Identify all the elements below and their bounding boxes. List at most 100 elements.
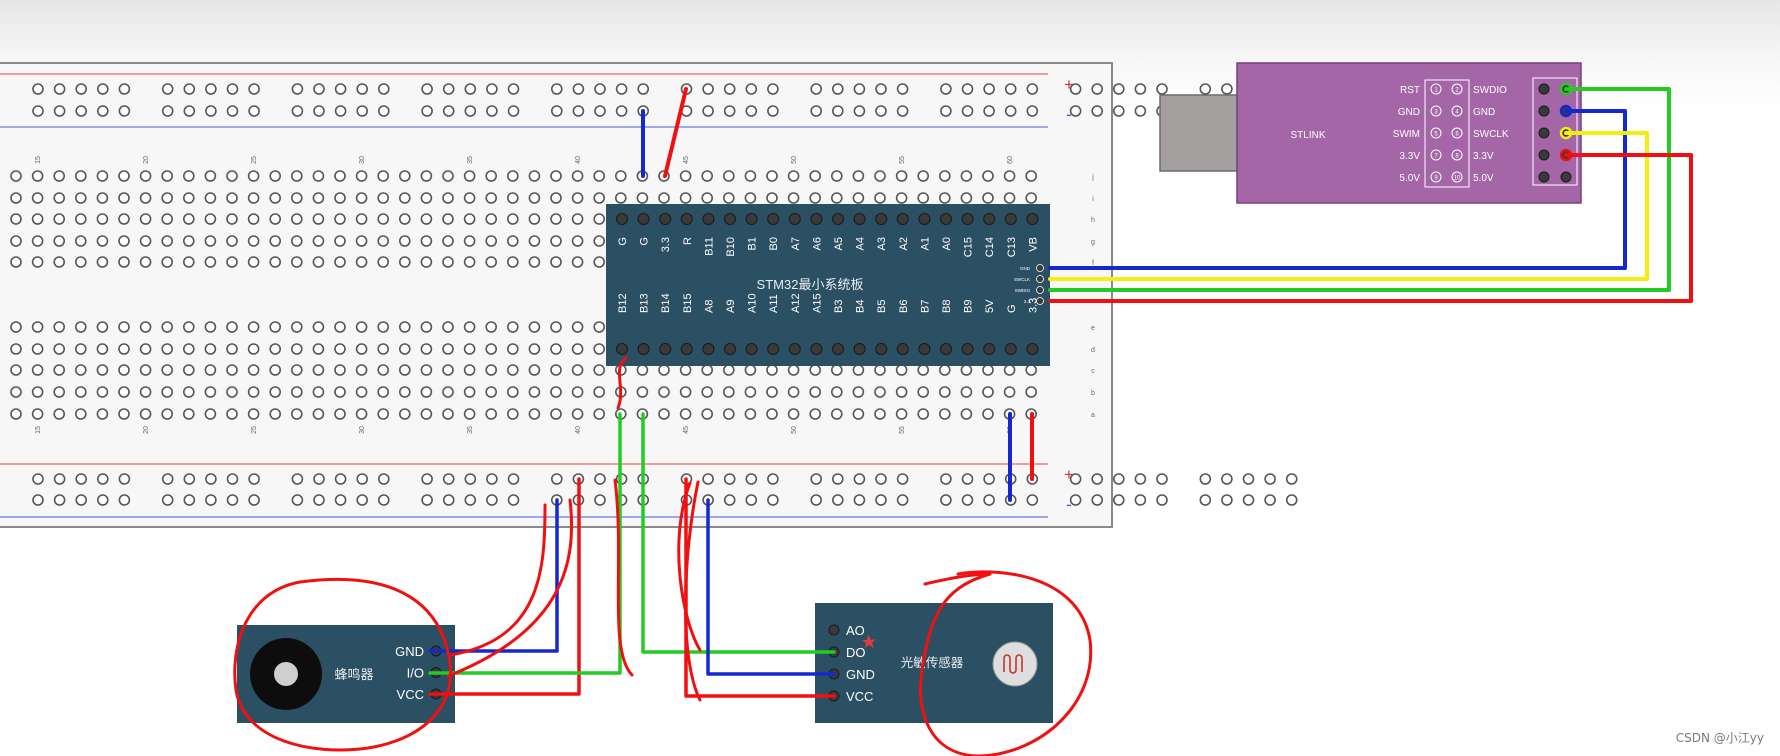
breadboard-hole (809, 192, 822, 204)
breadboard-hole (183, 343, 195, 355)
breadboard-hole (118, 408, 130, 420)
breadboard-hole (528, 170, 541, 182)
rail-hole (723, 83, 736, 95)
breadboard-hole (658, 408, 670, 420)
rail-hole (334, 83, 347, 95)
stm32-bottom-pin (724, 343, 736, 355)
breadboard-hole (226, 343, 238, 355)
breadboard-hole (247, 386, 260, 398)
rail-hole (853, 83, 866, 95)
breadboard-hole (10, 170, 22, 182)
rail-hole (1221, 83, 1233, 95)
stlink-left-label: RST (1400, 85, 1420, 96)
stm32-top-pin-label: B11 (703, 237, 715, 256)
row-letter: i (1092, 196, 1094, 203)
breadboard-hole (744, 408, 757, 420)
breadboard-hole (938, 170, 951, 182)
breadboard-hole (334, 408, 346, 420)
stlink-title: STLINK (1290, 130, 1325, 141)
rail-hole (248, 473, 260, 485)
breadboard-hole (334, 170, 346, 182)
breadboard-hole (31, 213, 44, 225)
rail-hole (745, 105, 758, 117)
rail-hole (334, 494, 347, 506)
breadboard-hole (442, 408, 454, 420)
rail-hole (464, 473, 477, 485)
breadboard-hole (960, 170, 973, 182)
stm32-top-pin-label: C13 (1006, 237, 1018, 257)
breadboard-hole (679, 364, 692, 376)
column-number-bottom: 25 (251, 426, 258, 434)
breadboard-hole (463, 192, 476, 204)
stm32-top-pin (788, 213, 801, 225)
row-letter: j (1091, 174, 1094, 181)
breadboard-hole (485, 213, 498, 225)
stm32-top-pin (896, 213, 909, 225)
column-number-top: 30 (359, 156, 366, 164)
rail-hole (1026, 83, 1039, 95)
rail-hole (1285, 473, 1298, 485)
rail-hole (486, 494, 498, 506)
breadboard-hole (895, 408, 908, 420)
rail-hole (940, 83, 952, 95)
breadboard-hole (744, 170, 757, 182)
breadboard-hole (593, 321, 606, 333)
rail-hole (572, 105, 585, 117)
breadboard-hole (139, 235, 152, 247)
breadboard-hole (938, 192, 951, 204)
rail-hole (356, 105, 369, 117)
rail-hole (1091, 105, 1103, 117)
breadboard-hole (744, 386, 757, 398)
breadboard-hole (982, 364, 994, 376)
stm32-top-pin (832, 213, 844, 225)
stm32-top-pin-label: B10 (725, 237, 737, 257)
stm32-bottom-pin-label: B13 (639, 293, 651, 313)
rail-hole (1242, 473, 1255, 485)
stlink-right-pin (1451, 105, 1463, 117)
breadboard-hole (874, 408, 886, 420)
breadboard-hole (31, 192, 44, 204)
stm32-side-pin (1036, 297, 1044, 305)
breadboard-hole (787, 192, 800, 204)
breadboard-hole (183, 386, 195, 398)
breadboard-hole (938, 386, 951, 398)
rail-hole (356, 83, 369, 95)
stm32-top-pin-label: VB (1027, 237, 1039, 252)
breadboard-hole (31, 386, 44, 398)
rail-hole (183, 473, 196, 485)
breadboard-hole (398, 364, 411, 376)
rail-hole (1199, 473, 1212, 485)
rail-hole (334, 105, 347, 117)
rail-hole (1242, 494, 1255, 506)
breadboard-hole (204, 364, 217, 376)
rail-hole (97, 83, 109, 95)
rail-hole (377, 105, 390, 117)
rail-hole (1069, 83, 1082, 95)
column-number-top: 50 (791, 156, 798, 164)
stm32-bottom-pin (788, 343, 801, 355)
breadboard-hole (355, 386, 368, 398)
breadboard-hole (679, 386, 692, 398)
stm32-top-pin-label: A1 (919, 237, 931, 250)
breadboard-hole (96, 386, 109, 398)
breadboard-hole (787, 364, 800, 376)
breadboard-hole (463, 343, 476, 355)
breadboard-hole (96, 364, 109, 376)
breadboard-hole (571, 343, 584, 355)
rail-hole (421, 83, 433, 95)
breadboard-hole (75, 213, 87, 225)
stlink-left-pin-number: 9 (1434, 176, 1438, 182)
breadboard-hole (290, 408, 303, 420)
stlink-right-pin (1451, 83, 1463, 95)
breadboard-hole (334, 343, 346, 355)
breadboard-hole (247, 235, 260, 247)
rail-hole (702, 473, 714, 485)
breadboard-hole (10, 321, 22, 333)
breadboard-hole (183, 235, 195, 247)
breadboard-hole (506, 408, 519, 420)
breadboard-hole (528, 364, 541, 376)
row-letter: g (1091, 239, 1095, 246)
wire-sensor-gnd (706, 498, 836, 676)
breadboard-hole (226, 256, 238, 268)
